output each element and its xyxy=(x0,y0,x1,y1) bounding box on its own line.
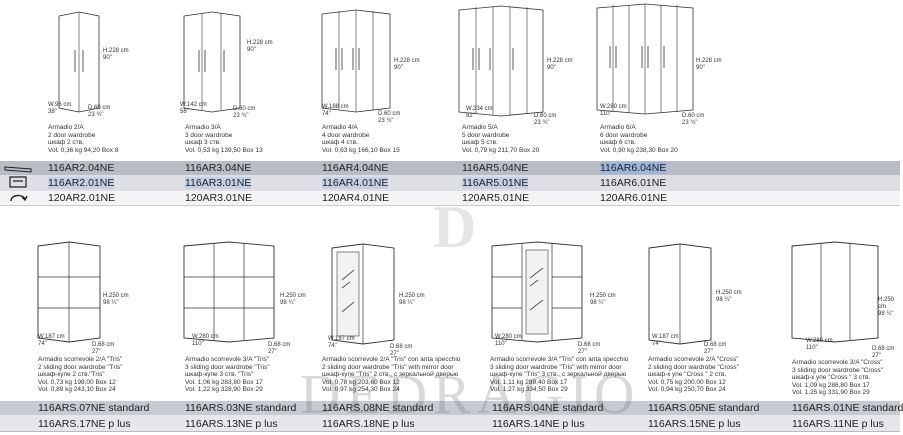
code-rotate[interactable]: 120AR5.01NE xyxy=(462,192,530,204)
wardrobe-drawing xyxy=(183,241,275,343)
code-rotate[interactable]: 120AR3.01NE xyxy=(185,192,253,204)
wardrobe-drawing xyxy=(458,5,544,117)
code-row-band-3 xyxy=(0,191,900,206)
code-hinged[interactable]: 116AR6.04NE xyxy=(600,162,667,174)
code-drawer[interactable]: 116AR2.01NE xyxy=(48,177,115,189)
wardrobe-drawing xyxy=(37,241,101,343)
code-hinged[interactable]: 116AR4.04NE xyxy=(322,162,389,174)
wardrobe-drawing xyxy=(596,3,694,115)
watermark-d-logo: D xyxy=(433,194,477,260)
rotate-arrow-icon xyxy=(10,194,28,202)
code-plus[interactable]: 116ARS.11NE p lus xyxy=(792,418,884,430)
wardrobe-drawing xyxy=(491,241,583,343)
code-plus[interactable]: 116ARS.17NE p lus xyxy=(38,418,131,430)
wardrobe-drawing xyxy=(648,243,712,345)
code-plus[interactable]: 116ARS.13NE p lus xyxy=(185,418,278,430)
code-standard[interactable]: 116ARS.05NE standard xyxy=(648,402,760,414)
code-row-band-1 xyxy=(0,161,900,175)
product-description: Armadio scorrevole 2/A "Tris" con anta s… xyxy=(322,356,461,393)
code-drawer[interactable]: 116AR3.01NE xyxy=(185,177,252,189)
code-standard[interactable]: 116ARS.08NE standard xyxy=(322,402,434,414)
wardrobe-drawing xyxy=(58,11,100,113)
product-description: Armadio scorrevole 3/A "Tris" con anta s… xyxy=(490,356,629,393)
code-rotate[interactable]: 120AR4.01NE xyxy=(322,192,390,204)
code-drawer[interactable]: 116AR6.01NE xyxy=(600,177,667,189)
code-plus[interactable]: 116ARS.18NE p lus xyxy=(322,418,415,430)
watermark: DEDRAGIO xyxy=(300,364,641,426)
wardrobe-drawing xyxy=(321,9,391,113)
code-rotate[interactable]: 120AR6.01NE xyxy=(600,192,668,204)
code-hinged[interactable]: 116AR2.04NE xyxy=(48,162,115,174)
code-standard[interactable]: 116ARS.01NE standard xyxy=(792,402,903,414)
code-standard[interactable]: 116ARS.03NE standard xyxy=(185,402,297,414)
wardrobe-drawing xyxy=(183,11,241,113)
product-description: Armadio scorrevole 2/A "Tris"2 sliding d… xyxy=(38,356,123,393)
code-hinged[interactable]: 116AR3.04NE xyxy=(185,162,252,174)
code-hinged[interactable]: 116AR5.04NE xyxy=(462,162,529,174)
product-description: Armadio scorrevole 3/A "Cross"3 sliding … xyxy=(792,359,883,396)
code-plus[interactable]: 116ARS.15NE p lus xyxy=(648,418,741,430)
wardrobe-drawing xyxy=(331,243,395,345)
code-drawer[interactable]: 116AR5.01NE xyxy=(462,177,529,189)
code-drawer[interactable]: 116AR4.01NE xyxy=(322,177,389,189)
code-plus[interactable]: 116ARS.14NE p lus xyxy=(492,418,585,430)
code-standard[interactable]: 116ARS.07NE standard xyxy=(38,402,150,414)
product-description: Armadio scorrevole 2/A "Cross"2 sliding … xyxy=(648,356,739,393)
code-standard[interactable]: 116ARS.04NE standard xyxy=(492,402,604,414)
code-row-band-2 xyxy=(0,175,900,191)
product-description: Armadio scorrevole 3/A "Tris"3 sliding d… xyxy=(185,356,270,393)
wardrobe-drawing xyxy=(791,241,879,343)
code-rotate[interactable]: 120AR2.01NE xyxy=(48,192,116,204)
drawer-icon xyxy=(9,176,27,188)
std-row-band xyxy=(0,401,900,415)
plus-row-band xyxy=(0,415,900,432)
hinge-door-icon xyxy=(4,166,32,173)
